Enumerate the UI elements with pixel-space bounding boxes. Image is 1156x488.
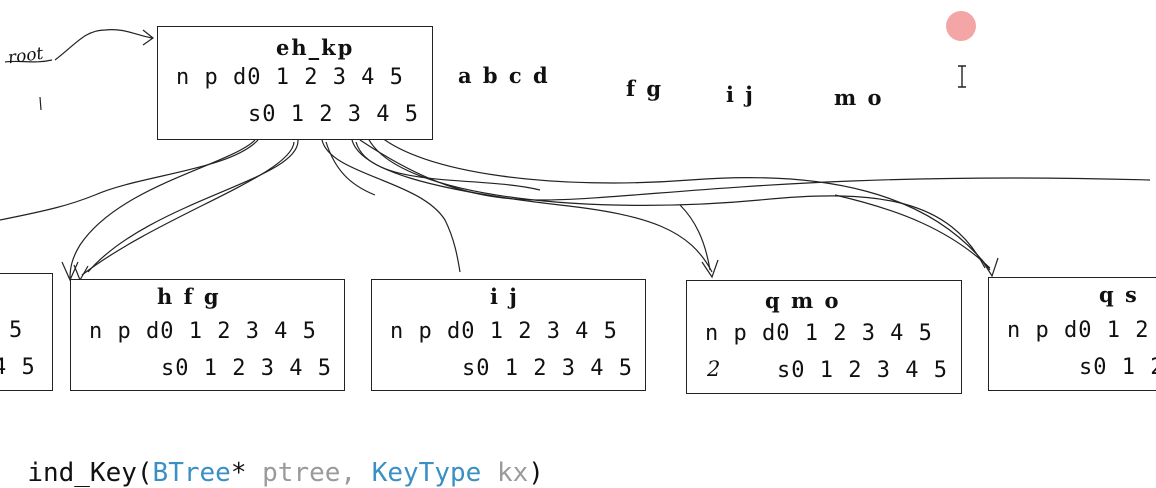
child-left-subtrees: 4 5 xyxy=(0,355,36,380)
pointer-s0-left xyxy=(0,139,259,221)
extra-keys-abcd: a b c d xyxy=(458,63,550,88)
child-node-hfg: h f g n p d0 1 2 3 4 5 s0 1 2 3 4 5 xyxy=(70,279,345,391)
extra-keys-mo: m o xyxy=(834,85,884,110)
child-left-fields: 5 xyxy=(9,318,24,343)
child-node-ij: i j n p d0 1 2 3 4 5 s0 1 2 3 4 5 xyxy=(371,279,646,391)
child-node-qmo: q m o n p d0 1 2 3 4 5 2 s0 1 2 3 4 5 xyxy=(686,280,962,394)
text-cursor-icon xyxy=(958,65,966,88)
child-qmo-subtrees: s0 1 2 3 4 5 xyxy=(777,358,948,383)
root-arrow xyxy=(54,29,153,61)
code-star: * xyxy=(230,458,247,488)
pointer-s1-b xyxy=(81,141,295,276)
child-qs-fields: n p d0 1 2 xyxy=(1007,318,1150,343)
code-line: ind_Key(BTree* ptree, KeyType kx) xyxy=(0,428,544,488)
root-arrow-head xyxy=(142,29,155,46)
pointer-s1-a xyxy=(87,139,299,273)
code-param-ptree: ptree, xyxy=(246,458,357,488)
pointer-s4-a xyxy=(374,131,991,271)
pointer-s3-a xyxy=(351,139,713,273)
child-ij-keys: i j xyxy=(490,284,519,309)
pointer-s2-a xyxy=(321,139,461,273)
root-underline xyxy=(4,59,53,63)
child-qs-keys: q s xyxy=(1099,282,1139,307)
child-qmo-keys: q m o xyxy=(765,288,841,313)
code-prefix: ind_Key( xyxy=(27,458,153,488)
child-node-qs: q s n p d0 1 2 s0 1 2 xyxy=(988,277,1156,391)
code-param-kx: kx xyxy=(481,458,529,488)
arrow-head-qs xyxy=(981,257,999,278)
pointer-dot-icon xyxy=(946,11,976,41)
root-label: root xyxy=(6,43,45,69)
pointer-s4-c xyxy=(834,194,991,269)
pointer-s4-b xyxy=(367,137,986,269)
arrow-head-qmo xyxy=(701,259,719,279)
root-node-subtrees: s0 1 2 3 4 5 xyxy=(248,102,419,127)
child-node-left-partial: 5 4 5 xyxy=(0,273,53,391)
root-node: eh_kp n p d0 1 2 3 4 5 s0 1 2 3 4 5 xyxy=(157,26,433,140)
pointer-s0-child xyxy=(69,139,256,279)
child-qs-subtrees: s0 1 2 xyxy=(1079,355,1156,380)
code-type-keytype: KeyType xyxy=(356,458,482,488)
root-node-fields: n p d0 1 2 3 4 5 xyxy=(176,65,404,90)
pointer-s3-c xyxy=(679,204,711,271)
child-ij-fields: n p d0 1 2 3 4 5 xyxy=(390,319,618,344)
child-qmo-fields: n p d0 1 2 3 4 5 xyxy=(705,321,933,346)
pointer-s3-b xyxy=(355,141,541,191)
extra-keys-ij: i j xyxy=(726,82,755,107)
pointer-s2-b xyxy=(325,141,376,196)
child-hfg-keys: h f g xyxy=(157,284,221,309)
extra-keys-fg: f g xyxy=(626,76,664,101)
pointer-curves xyxy=(0,11,1151,282)
pointer-s4-d xyxy=(359,139,1151,201)
child-qmo-mark: 2 xyxy=(707,357,721,381)
code-suffix: ) xyxy=(528,458,544,488)
root-node-keys: eh_kp xyxy=(276,35,355,60)
child-ij-subtrees: s0 1 2 3 4 5 xyxy=(462,356,633,381)
tick-mark xyxy=(39,96,42,111)
code-type-btree: BTree xyxy=(152,458,231,488)
child-hfg-fields: n p d0 1 2 3 4 5 xyxy=(89,319,317,344)
child-hfg-subtrees: s0 1 2 3 4 5 xyxy=(161,356,332,381)
